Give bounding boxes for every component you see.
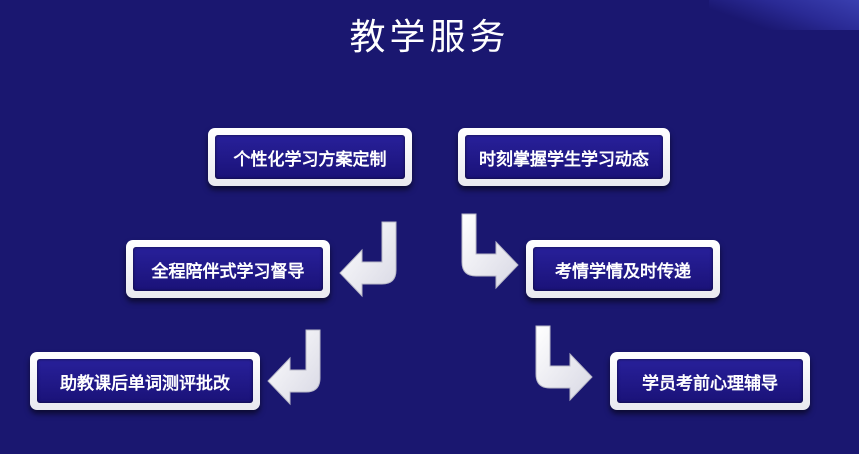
corner-decoration	[709, 0, 859, 30]
node-label: 时刻掌握学生学习动态	[465, 135, 663, 179]
node-label: 助教课后单词测评批改	[37, 359, 253, 403]
node-label: 全程陪伴式学习督导	[133, 247, 323, 291]
arrow-left-lower	[267, 329, 321, 406]
node-exam-info: 考情学情及时传递	[526, 240, 720, 298]
node-label: 个性化学习方案定制	[215, 135, 405, 179]
node-label: 学员考前心理辅导	[617, 359, 803, 403]
node-personalized-plan: 个性化学习方案定制	[208, 128, 412, 186]
node-track-progress: 时刻掌握学生学习动态	[458, 128, 670, 186]
page-title: 教学服务	[349, 17, 510, 58]
node-supervision: 全程陪伴式学习督导	[126, 240, 330, 298]
arrow-right-lower	[535, 325, 593, 402]
node-label: 考情学情及时传递	[533, 247, 713, 291]
arrow-right-upper	[461, 213, 519, 290]
arrow-left-upper	[339, 221, 397, 298]
node-psych-support: 学员考前心理辅导	[610, 352, 810, 410]
node-vocab-grading: 助教课后单词测评批改	[30, 352, 260, 410]
